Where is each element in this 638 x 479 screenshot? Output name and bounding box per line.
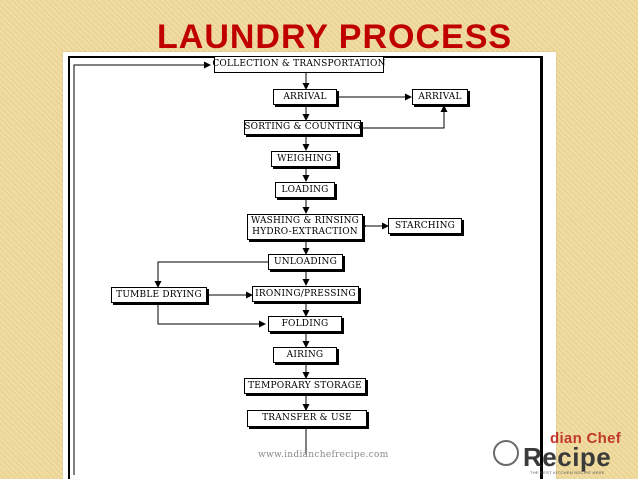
slide-title: LAUNDRY PROCESS [157, 18, 513, 56]
arrow-unloading-to-tumble [154, 261, 268, 288]
node-folding: FOLDING [268, 316, 342, 332]
panel-left-border [68, 56, 70, 479]
node-washing-line1: WASHING & RINSING [250, 216, 360, 226]
arrow-sorting-to-arrival-right [362, 105, 448, 129]
brand-logo: dian Chef Recipe THE BEST KITCHEN RECIPE… [493, 430, 638, 479]
logo-text-line2: Recipe [523, 442, 612, 472]
watermark-url: www.indianchefrecipe.com [258, 450, 389, 460]
arrow-tumble-to-folding [157, 303, 266, 328]
node-unloading: UNLOADING [268, 254, 343, 270]
node-transfer: TRANSFER & USE [247, 410, 367, 427]
node-temporary-storage: TEMPORARY STORAGE [244, 378, 366, 394]
node-arrival-right: ARRIVAL [412, 89, 468, 105]
logo-tagline: THE BEST KITCHEN RECIPE HERE [530, 470, 605, 475]
node-tumble-drying: TUMBLE DRYING [111, 287, 207, 303]
node-washing-line2: HYDRO-EXTRACTION [252, 227, 358, 237]
panel-right-border [540, 56, 543, 479]
node-loading: LOADING [275, 182, 335, 198]
node-arrival: ARRIVAL [273, 89, 337, 105]
chef-hat-circle-icon [493, 440, 519, 466]
node-sorting: SORTING & COUNTING [244, 120, 361, 135]
arrow-loop-back-to-collection [73, 61, 211, 475]
node-weighing: WEIGHING [271, 151, 338, 167]
node-starching: STARCHING [388, 218, 462, 234]
node-ironing: IRONING/PRESSING [252, 286, 359, 302]
node-washing: WASHING & RINSING HYDRO-EXTRACTION [247, 214, 363, 240]
node-collection: COLLECTION & TRANSPORTATION [212, 56, 385, 73]
logo-text-line1: dian Chef [550, 430, 622, 447]
node-airing: AIRING [273, 347, 337, 363]
